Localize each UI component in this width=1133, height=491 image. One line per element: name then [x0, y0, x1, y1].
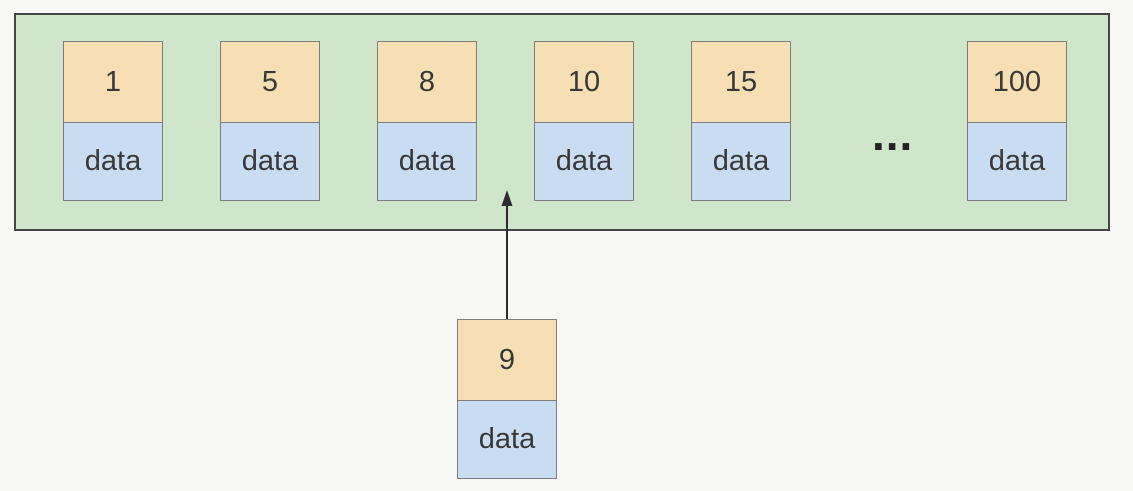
array-node-5: 5 data: [220, 41, 320, 201]
node-key: 10: [534, 41, 634, 123]
node-key: 8: [377, 41, 477, 123]
array-node-1: 1 data: [63, 41, 163, 201]
node-key: 15: [691, 41, 791, 123]
node-key: 9: [457, 319, 557, 401]
array-container: 1 data 5 data 8 data 10 data 15 data ...…: [14, 13, 1110, 231]
insert-arrow-icon: [501, 190, 513, 320]
node-value: data: [534, 123, 634, 201]
array-node-100: 100 data: [967, 41, 1067, 201]
ellipsis: ...: [872, 108, 914, 160]
node-value: data: [63, 123, 163, 201]
array-node-8: 8 data: [377, 41, 477, 201]
node-value: data: [457, 401, 557, 479]
node-key: 5: [220, 41, 320, 123]
insert-node-9: 9 data: [457, 319, 557, 479]
array-node-10: 10 data: [534, 41, 634, 201]
node-value: data: [967, 123, 1067, 201]
node-key: 100: [967, 41, 1067, 123]
node-value: data: [691, 123, 791, 201]
array-node-15: 15 data: [691, 41, 791, 201]
node-value: data: [377, 123, 477, 201]
node-value: data: [220, 123, 320, 201]
node-key: 1: [63, 41, 163, 123]
